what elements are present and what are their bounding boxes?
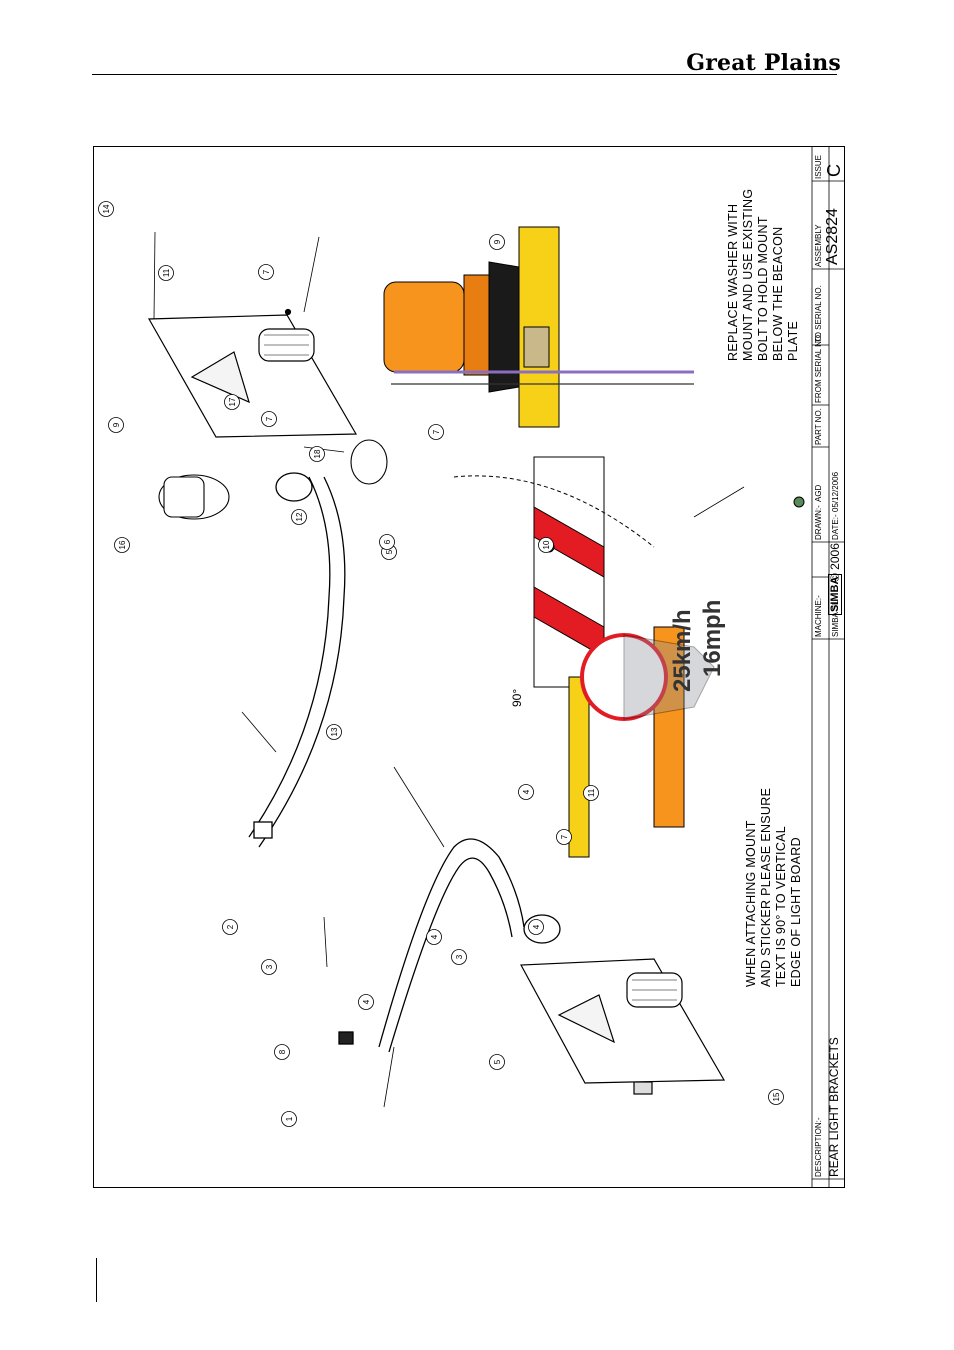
item-balloon: 4: [358, 994, 374, 1010]
balloon-number: 10: [542, 540, 551, 549]
beacon-base: [158, 439, 388, 520]
sticker-mph: 16mph: [699, 599, 726, 677]
footer-rule: [96, 1258, 97, 1302]
balloon-number: 11: [587, 788, 596, 797]
balloon-number: 9: [493, 239, 502, 244]
note-right-line: PLATE: [786, 320, 800, 361]
note-right: REPLACE WASHER WITH MOUNT AND USE EXISTI…: [726, 189, 801, 361]
balloon-number: 4: [532, 924, 541, 929]
balloon-number: 4: [522, 789, 531, 794]
note-right-line: BOLT TO HOLD MOUNT: [756, 216, 770, 361]
item-balloon: 14: [98, 201, 114, 217]
item-balloon: 4: [528, 919, 544, 935]
machine-label: MACHINE:-: [814, 595, 823, 637]
item-balloon: 9: [489, 234, 505, 250]
note-right-line: REPLACE WASHER WITH: [726, 203, 740, 361]
balloon-number: 5: [493, 1059, 502, 1064]
item-balloon: 7: [261, 411, 277, 427]
note-right-line: MOUNT AND USE EXISTING: [741, 188, 755, 361]
item-balloon: 7: [428, 424, 444, 440]
upper-bracket-arm: [248, 472, 346, 848]
balloon-number: 4: [430, 934, 439, 939]
note-left-line: AND STICKER PLEASE ENSURE: [759, 787, 773, 987]
sticker-kmh: 25km/h: [669, 609, 696, 692]
date-label: DATE:-: [831, 514, 840, 540]
balloon-number: 4: [362, 999, 371, 1004]
item-balloon: 9: [108, 417, 124, 433]
balloon-number: 6: [383, 539, 392, 544]
balloon-number: 16: [118, 540, 127, 549]
light-mount-plate-top: [147, 308, 358, 438]
item-balloon: 8: [274, 1044, 290, 1060]
note-left: WHEN ATTACHING MOUNT AND STICKER PLEASE …: [744, 788, 804, 987]
item-balloon: 17: [224, 394, 240, 410]
issue-value: C: [824, 164, 844, 177]
part-no-label: PART NO.: [814, 408, 823, 445]
lower-bracket-arm: [338, 838, 561, 1053]
balloon-number: 14: [102, 204, 111, 213]
balloon-number: 5: [385, 549, 394, 554]
from-serial-label: FROM SERIAL NO.: [814, 332, 823, 403]
balloon-number: 7: [265, 416, 274, 421]
assembly-label: ASSEMBLY: [814, 224, 823, 267]
date-value: 05/12/2006: [831, 471, 840, 512]
description-value: REAR LIGHT BRACKETS: [827, 1037, 841, 1177]
item-balloon: 15: [768, 1089, 784, 1105]
balloon-number: 13: [330, 727, 339, 736]
item-balloon: 16: [114, 537, 130, 553]
description-label: DESCRIPTION:-: [814, 1117, 823, 1177]
balloon-number: 15: [772, 1092, 781, 1101]
item-balloon: 18: [309, 446, 325, 462]
balloon-number: 8: [278, 1049, 287, 1054]
item-balloon: 13: [326, 724, 342, 740]
item-balloon: 3: [451, 949, 467, 965]
balloon-number: 3: [265, 964, 274, 969]
balloon-number: 17: [228, 397, 237, 406]
note-left-line: EDGE OF LIGHT BOARD: [789, 837, 803, 987]
item-balloon: 6: [379, 534, 395, 550]
balloon-number: 7: [262, 269, 271, 274]
note-left-line: WHEN ATTACHING MOUNT: [744, 820, 758, 987]
balloon-number: 18: [313, 449, 322, 458]
item-balloon: 1: [281, 1111, 297, 1127]
balloon-number: 3: [455, 954, 464, 959]
light-mount-plate-bottom: [520, 958, 726, 1095]
title-block-grid: [811, 147, 844, 1187]
issue-label: ISSUE: [814, 154, 823, 179]
item-balloon: 7: [258, 264, 274, 280]
balloon-number: 12: [295, 512, 304, 521]
item-balloon: 11: [583, 785, 599, 801]
brand-logo: Great Plains: [686, 50, 841, 76]
balloon-number: 9: [112, 422, 121, 427]
copyright: © 2006: [828, 543, 842, 582]
item-balloon: 5: [489, 1054, 505, 1070]
to-serial-label: TO SERIAL NO.: [814, 285, 823, 343]
balloon-number: 7: [432, 429, 441, 434]
item-balloon: 4: [518, 784, 534, 800]
item-balloon: 2: [222, 919, 238, 935]
item-balloon: 12: [291, 509, 307, 525]
leader-lines: [153, 231, 745, 1108]
balloon-number: 11: [162, 268, 171, 277]
note-right-line: BELOW THE BEACON: [771, 226, 785, 361]
item-balloon: 11: [158, 265, 174, 281]
drawn-value: AGD: [814, 484, 823, 502]
balloon-number: 1: [285, 1116, 294, 1121]
beacon-section: [383, 226, 694, 428]
drawn-label: DRAWN:-: [814, 505, 823, 540]
note-left-line: TEXT IS 90° TO VERTICAL: [774, 825, 788, 987]
balloon-number: 2: [226, 924, 235, 929]
item-balloon: 10: [538, 537, 554, 553]
angle-label: 90°: [510, 688, 524, 707]
sticker-illustration: [453, 456, 805, 858]
assembly-value: AS2824: [824, 208, 841, 265]
header-rule: [92, 74, 837, 75]
item-balloon: 4: [426, 929, 442, 945]
balloon-number: 7: [560, 834, 569, 839]
item-balloon: 3: [261, 959, 277, 975]
item-balloon: 7: [556, 829, 572, 845]
